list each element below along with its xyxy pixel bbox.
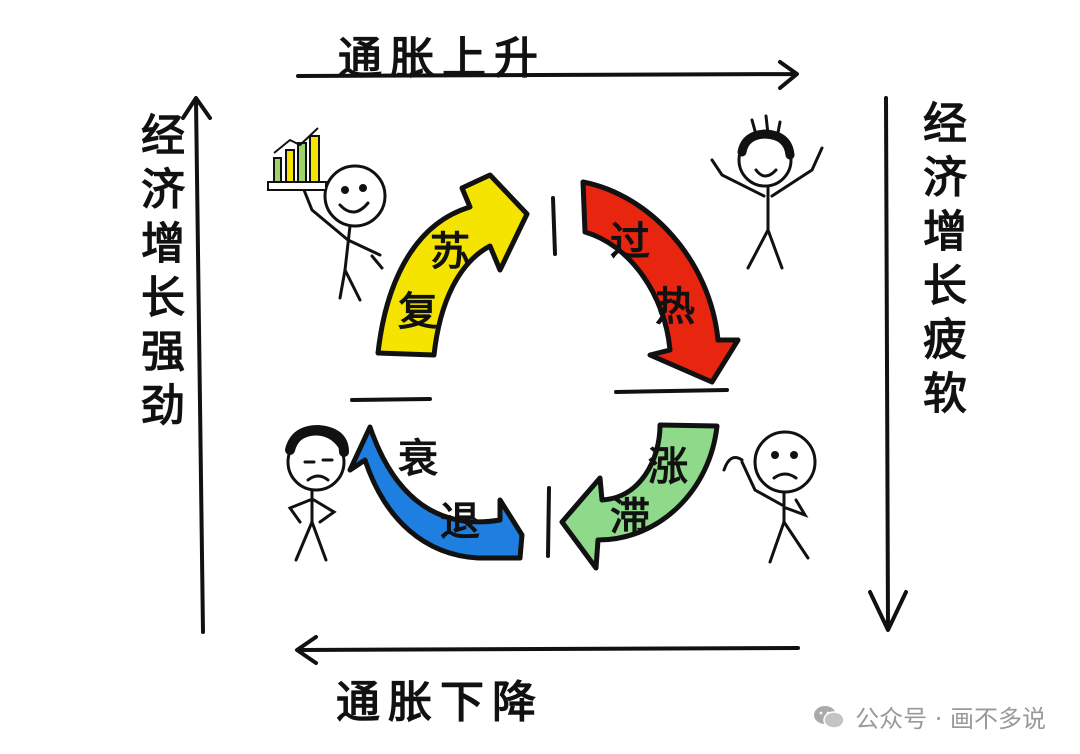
stagflation-label-bottom: 滞	[610, 494, 650, 540]
divider-bottom	[546, 486, 551, 558]
recovery-label-bottom: 复	[398, 289, 438, 335]
stick-figure-recovery	[300, 164, 387, 302]
watermark-text: 公众号 · 画不多说	[855, 705, 1046, 733]
stagflation-arrow	[559, 422, 720, 571]
bottom-arrow	[295, 635, 800, 665]
recovery-label-top: 苏	[430, 229, 470, 275]
divider-right	[614, 388, 729, 394]
bar-chart-icon	[267, 127, 327, 191]
recession-label-bottom: 退	[440, 499, 480, 545]
stick-figure-stagflation	[722, 430, 817, 564]
watermark: 公众号 · 画不多说	[813, 699, 1046, 734]
overheat-label-bottom: 热	[655, 284, 695, 330]
right-arrow	[868, 96, 908, 632]
recovery-arrow	[375, 172, 530, 358]
recession-label-top: 衰	[398, 436, 438, 482]
stick-figure-overheat	[710, 114, 824, 270]
stick-figure-recession	[285, 424, 349, 562]
left-axis-label: 经济增长强劲	[133, 112, 184, 436]
stagflation-label-top: 涨	[648, 444, 688, 490]
right-axis-label: 经济增长疲软	[915, 100, 966, 424]
bottom-axis-label: 通胀下降	[336, 677, 544, 728]
overheat-label-top: 过	[610, 219, 650, 265]
overheat-arrow	[580, 179, 741, 385]
top-arrow	[296, 60, 799, 90]
divider-top	[551, 196, 557, 256]
left-arrow	[181, 96, 212, 634]
wechat-icon	[814, 705, 845, 729]
recession-arrow	[347, 424, 525, 561]
divider-left	[350, 397, 432, 402]
